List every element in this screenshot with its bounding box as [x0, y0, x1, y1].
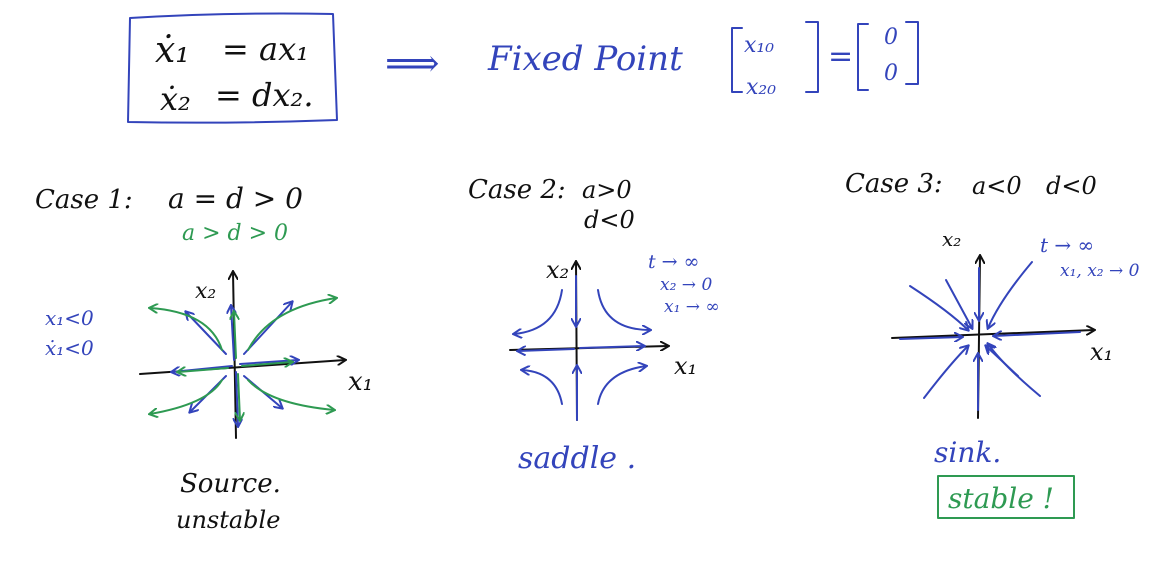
case2-title: Case 2: — [468, 175, 566, 205]
case2-condition-a: a>0 — [582, 176, 632, 204]
eq2-rhs: = dx₂. — [215, 76, 314, 114]
c1-green-right — [241, 362, 292, 366]
case2-trajectories — [514, 275, 650, 421]
left-bracket-open — [731, 27, 743, 93]
case3-x2-label: x₂ — [942, 227, 961, 251]
fixed-point-vector: x₁₀ x₂₀ = 0 0 — [731, 21, 919, 100]
case2-note-t: t → ∞ — [648, 251, 699, 273]
case3-section: Case 3: a<0 d<0 x₁ x₂ t → ∞ x₁, x₂ → 0 s… — [845, 169, 1140, 519]
case3-condition-a: a<0 — [972, 172, 1022, 200]
zero-top: 0 — [884, 25, 898, 50]
equations-box — [127, 12, 338, 124]
case1-x1-axis — [139, 360, 345, 375]
case1-stability-label: unstable — [176, 506, 280, 534]
vector-top: x₁₀ — [744, 33, 774, 58]
case1-type-label: Source. — [180, 469, 281, 499]
vector-bottom: x₂₀ — [746, 75, 776, 100]
case3-note-x: x₁, x₂ → 0 — [1060, 261, 1140, 281]
eq2-lhs: ẋ₂ — [160, 80, 191, 118]
vector-equals: = — [828, 39, 853, 74]
c1-blue-ne — [243, 302, 292, 355]
case2-note-x2: x₂ → 0 — [660, 275, 712, 295]
c2-hyperbola-ul — [514, 289, 563, 334]
c2-unstable-right — [579, 346, 644, 348]
left-bracket-close — [805, 21, 819, 93]
case3-note-t: t → ∞ — [1040, 233, 1094, 257]
case1-x1-label: x₁ — [348, 367, 373, 397]
case3-x1-label: x₁ — [1090, 338, 1113, 366]
case3-type-label: sink. — [934, 436, 1001, 469]
system-equations: ẋ₁ = ax₁ ẋ₂ = dx₂. — [127, 12, 338, 124]
c1-green-up — [234, 312, 236, 359]
c1-blue-nw — [186, 312, 227, 355]
case3-title: Case 3: — [845, 169, 943, 199]
case2-type-label: saddle . — [518, 441, 636, 476]
case1-trajectories-green — [150, 298, 336, 420]
case1-section: Case 1: a = d > 0 a > d > 0 x₁<0 ẋ₁<0 x₁… — [35, 182, 373, 534]
case1-note-line2: ẋ₁<0 — [45, 336, 94, 360]
c2-unstable-left — [518, 349, 575, 351]
c1-green-se — [247, 379, 334, 410]
implies-arrow: ⟹ — [385, 41, 439, 85]
c3-diag-1 — [945, 279, 972, 328]
c1-green-ne — [247, 298, 336, 351]
case3-trajectories — [899, 261, 1081, 411]
c3-curve-se — [988, 344, 1041, 397]
case2-section: Case 2: a>0 d<0 x₁ x₂ t → ∞ x₂ → 0 x₁ → … — [468, 175, 720, 476]
c3-curve-sw — [923, 346, 968, 399]
c1-green-down — [238, 373, 240, 420]
c2-hyperbola-ll — [522, 370, 563, 405]
case1-condition: a = d > 0 — [168, 182, 303, 215]
case1-note-line1: x₁<0 — [45, 306, 94, 330]
case1-title: Case 1: — [35, 185, 133, 215]
case3-condition-d: d<0 — [1046, 172, 1097, 200]
case3-stability-label: stable ! — [948, 482, 1054, 515]
c3-in-from-right — [994, 332, 1081, 336]
case2-x1-label: x₁ — [674, 352, 697, 380]
case2-condition-d: d<0 — [584, 206, 635, 234]
eq1-rhs: = ax₁ — [222, 30, 309, 68]
right-bracket-open — [857, 23, 869, 91]
c3-diag-2 — [986, 346, 1019, 377]
zero-bottom: 0 — [884, 61, 898, 86]
c3-curve-ne — [988, 261, 1033, 328]
c3-curve-nw — [909, 285, 968, 330]
eq1-lhs: ẋ₁ — [155, 30, 190, 71]
c2-hyperbola-lr — [597, 366, 646, 405]
c3-in-from-left — [899, 337, 962, 339]
fixed-point-label: Fixed Point — [487, 39, 683, 79]
case3-stability-box — [937, 475, 1075, 519]
right-bracket-close — [905, 21, 919, 85]
case1-condition-alt: a > d > 0 — [182, 221, 288, 246]
case3-x1-axis — [891, 330, 1094, 339]
c2-hyperbola-ur — [597, 289, 650, 330]
case2-note-x1: x₁ → ∞ — [664, 297, 720, 317]
c1-green-sw — [150, 379, 223, 414]
c1-green-nw — [150, 308, 223, 351]
c1-green-left — [178, 368, 229, 372]
case1-x2-label: x₂ — [195, 279, 216, 304]
case2-x2-label: x₂ — [546, 256, 569, 284]
